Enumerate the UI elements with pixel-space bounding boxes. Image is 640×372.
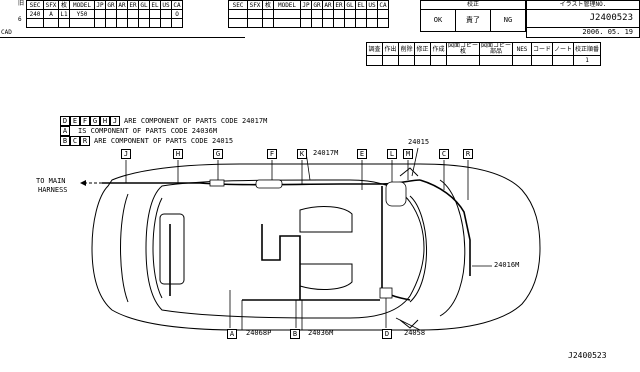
- empty-cell: [552, 55, 575, 66]
- connector-label-a: A: [227, 329, 237, 339]
- harness-to-24058: [395, 317, 421, 331]
- rear-seat: [159, 213, 185, 285]
- trunk-line: [120, 193, 129, 303]
- front-seat-right: [299, 263, 353, 290]
- code-box-g: G: [90, 116, 100, 126]
- harness-label: HARNESS: [38, 186, 68, 194]
- header-divider: [0, 37, 245, 38]
- code-box-e: E: [70, 116, 80, 126]
- code-box-d: D: [60, 116, 70, 126]
- legend-text-1: ARE COMPONENT OF PARTS CODE 24017M: [124, 116, 268, 125]
- process-table: 調査 作出 削除 修正 作成 図面コピー枚 図面コピー部品 NES コード ノー…: [366, 42, 602, 66]
- check-ng: NG: [503, 16, 513, 24]
- part-label-24015: 24015: [408, 138, 430, 146]
- footer-illustration-id: J2400523: [568, 351, 607, 360]
- code-box-f: F: [80, 116, 90, 126]
- code-box-h: H: [100, 116, 110, 126]
- code-box-j: J: [110, 116, 120, 126]
- connector-label-l: L: [387, 149, 397, 159]
- cabin-outline: [145, 179, 425, 319]
- illustration-date: 2006. 05. 19: [582, 28, 633, 36]
- check-panel: 校正 OK 責了 NG: [420, 0, 526, 32]
- row-label-cad: CAD: [1, 29, 12, 36]
- arrow-to-main-harness: [80, 180, 102, 186]
- check-responsible: 責了: [456, 10, 491, 31]
- harness-center: [261, 224, 301, 300]
- illustration-title: イラスト管理NO.: [527, 1, 639, 10]
- part-label-24036m: 24036M: [308, 329, 334, 337]
- car-body-outline: [91, 163, 541, 331]
- part-label-24058: 24058: [404, 329, 426, 337]
- part-label-24068p: 24068P: [246, 329, 272, 337]
- connector-label-b: B: [290, 329, 300, 339]
- connector-f-body: [255, 179, 283, 189]
- part-label-24016m: 24016M: [494, 261, 520, 269]
- check-ok: OK: [421, 10, 456, 31]
- legend-line-1: D E F G H J ARE COMPONENT OF PARTS CODE …: [60, 116, 267, 126]
- part-label-24017m: 24017M: [313, 149, 339, 157]
- main-harness-top: [102, 179, 421, 186]
- code-box-a: A: [60, 126, 70, 136]
- legend-text-2: IS COMPONENT OF PARTS CODE 24036M: [78, 126, 218, 135]
- legend-text-3: ARE COMPONENT OF PARTS CODE 24015: [94, 136, 234, 145]
- illustration-number: J2400523: [527, 10, 639, 28]
- order-value: 1: [573, 55, 602, 66]
- connector-label-c: C: [439, 149, 449, 159]
- row-label-number: 6: [18, 16, 22, 23]
- connector-g-body: [209, 179, 225, 187]
- hood-line: [439, 179, 466, 317]
- connector-label-m: M: [403, 149, 413, 159]
- check-title: 校正: [421, 1, 525, 10]
- row-label-old: 旧: [18, 0, 25, 7]
- rear-window: [152, 197, 163, 299]
- connector-label-f: F: [267, 149, 277, 159]
- empty-cell: [171, 18, 183, 28]
- legend-line-2: A IS COMPONENT OF PARTS CODE 24036M: [60, 126, 217, 136]
- connector-label-j: J: [121, 149, 131, 159]
- connector-label-r: R: [463, 149, 473, 159]
- harness-to-24015: [411, 147, 419, 177]
- code-box-r: R: [80, 136, 90, 146]
- harness-branch-right: [419, 179, 471, 276]
- code-box-b: B: [60, 136, 70, 146]
- revision-table-left: SEC SFX 枚 MODEL JP GR AR ER GL EL US CA …: [26, 0, 183, 28]
- revision-table-right: SEC SFX 枚 MODEL JP GR AR ER GL EL US CA: [228, 0, 389, 28]
- code-box-c: C: [70, 136, 80, 146]
- connector-label-e: E: [357, 149, 367, 159]
- side-mirror-right: [399, 319, 419, 329]
- windshield: [409, 195, 427, 303]
- legend-line-3: B C R ARE COMPONENT OF PARTS CODE 24015: [60, 136, 233, 146]
- connector-label-d: D: [382, 329, 392, 339]
- connector-label-h: H: [173, 149, 183, 159]
- connector-m-body: [385, 181, 407, 207]
- front-seat-left: [299, 206, 353, 233]
- connector-label-k: K: [297, 149, 307, 159]
- side-mirror-left: [399, 167, 419, 177]
- connector-label-g: G: [213, 149, 223, 159]
- connector-d-body: [379, 287, 393, 299]
- to-main-label: TO MAIN: [36, 177, 66, 185]
- empty-cell: [377, 18, 389, 28]
